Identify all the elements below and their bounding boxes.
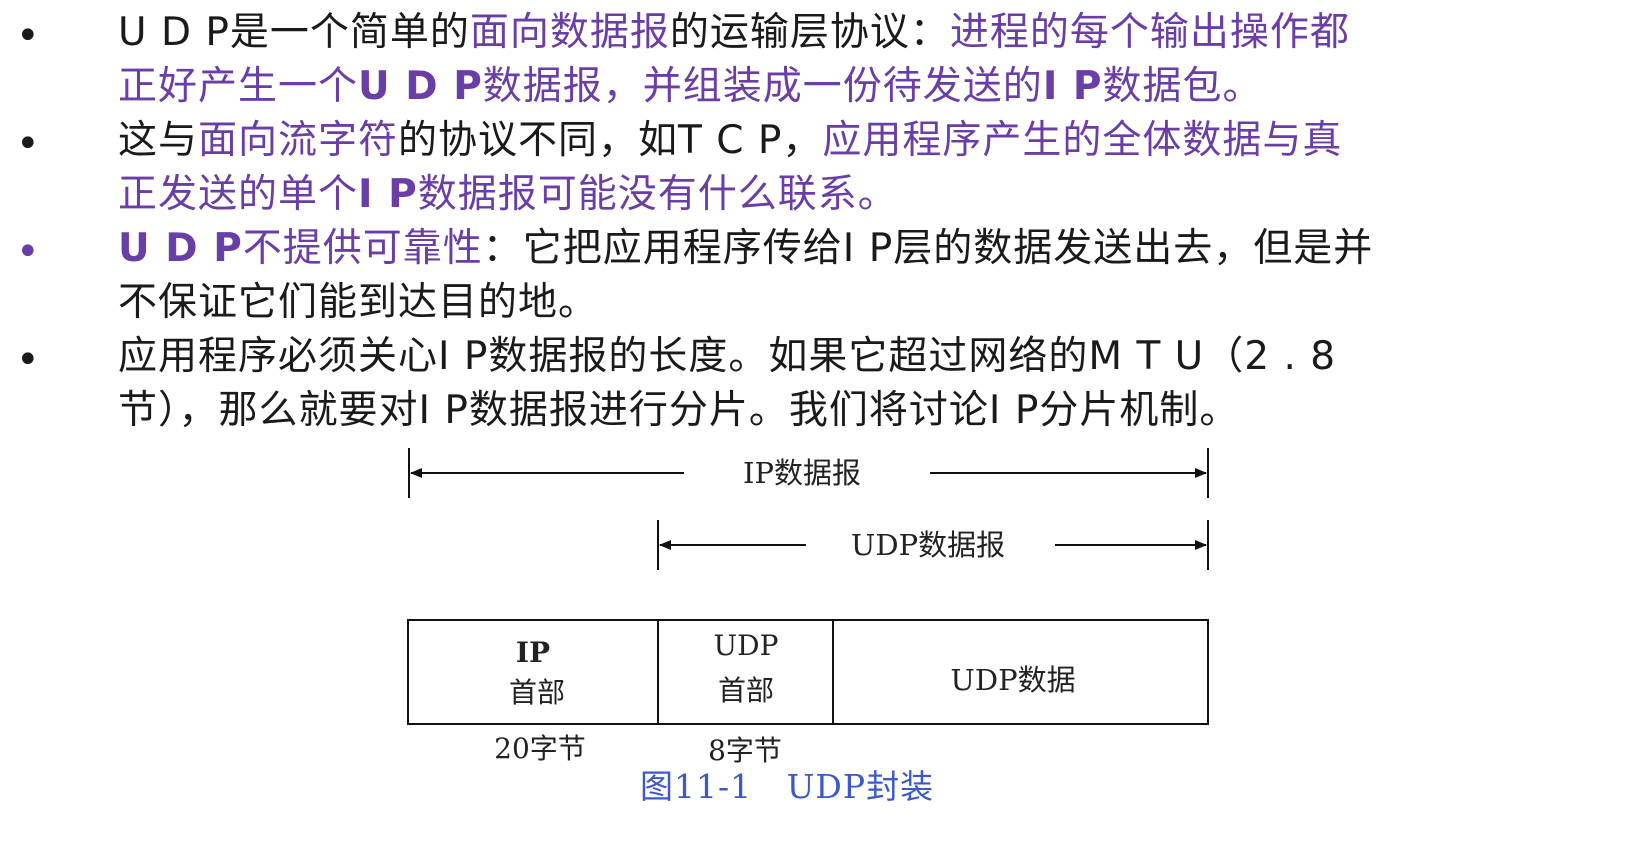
text-segment: U D P是一个简单的 <box>118 10 470 55</box>
bullet-text: U D P不提供可靠性：它把应用程序传给I P层的数据发送出去，但是并不保证它们… <box>118 222 1638 330</box>
ip-header-label: 首部 <box>509 676 565 709</box>
bullet-line: 应用程序必须关心I P数据报的长度。如果它超过网络的M T U（2 . 8 <box>118 330 1638 384</box>
bullet-line: U D P是一个简单的面向数据报的运输层协议：进程的每个输出操作都 <box>118 6 1638 60</box>
bullet-text: 这与面向流字符的协议不同，如T C P，应用程序产生的全体数据与真正发送的单个I… <box>118 114 1638 222</box>
udp-data-label: UDP数据 <box>950 663 1075 697</box>
udp-data-box <box>832 619 1209 725</box>
udp-header-label: UDP <box>714 629 779 662</box>
text-segment: 节），那么就要对I P数据报进行分片。我们将讨论I P分片机制。 <box>118 388 1240 433</box>
text-segment: I P <box>358 172 418 217</box>
ip-header-size: 20字节 <box>494 732 586 765</box>
text-segment: 数据报，并组装成一份待发送的 <box>482 64 1043 109</box>
text-segment: 进程的每个输出操作都 <box>949 10 1350 55</box>
bullet-line: 不保证它们能到达目的地。 <box>118 276 1638 330</box>
bullet-line: 正好产生一个U D P数据报，并组装成一份待发送的I P数据包。 <box>118 60 1638 114</box>
figure-caption: 图11-1 UDP封装 <box>640 767 935 806</box>
text-segment: 的协议不同，如T C P， <box>398 118 823 163</box>
text-segment: 数据报可能没有什么联系。 <box>417 172 898 217</box>
udp-header-size: 8字节 <box>708 734 782 767</box>
ip-datagram-span: IP数据报 <box>408 448 1209 498</box>
packet-layout: IP 首部 UDP 首部 UDP数据 20字节 8字节 <box>407 619 1209 767</box>
bullet-dot: • <box>16 121 40 167</box>
text-segment: 正好产生一个 <box>118 64 359 109</box>
text-segment: I P <box>1042 64 1103 109</box>
text-segment: 不保证它们能到达目的地。 <box>118 280 599 325</box>
ip-header-label: IP <box>516 636 550 669</box>
bullet-line: U D P不提供可靠性：它把应用程序传给I P层的数据发送出去，但是并 <box>118 222 1638 276</box>
text-segment: 应用程序产生的全体数据与真 <box>822 118 1343 163</box>
bullet-text: 应用程序必须关心I P数据报的长度。如果它超过网络的M T U（2 . 8 节），… <box>118 330 1638 438</box>
text-segment: ：它把应用程序传给I P层的数据发送出去，但是并 <box>482 226 1374 271</box>
bullet-line: 这与面向流字符的协议不同，如T C P，应用程序产生的全体数据与真 <box>118 114 1638 168</box>
bullet-line: 正发送的单个I P数据报可能没有什么联系。 <box>118 168 1638 222</box>
bullet-line: 节），那么就要对I P数据报进行分片。我们将讨论I P分片机制。 <box>118 384 1638 438</box>
udp-datagram-label: UDP数据报 <box>851 528 1005 562</box>
text-segment: 正发送的单个 <box>118 172 359 217</box>
text-segment: 这与 <box>118 118 199 163</box>
text-segment: 的运输层协议： <box>669 10 950 55</box>
text-segment: U D P <box>358 64 483 109</box>
text-segment: U D P <box>118 226 243 271</box>
udp-header-label: 首部 <box>718 674 774 707</box>
text-segment: 面向流字符 <box>198 118 399 163</box>
ip-datagram-label: IP数据报 <box>743 456 861 490</box>
bullet-dot: • <box>16 229 40 275</box>
udp-datagram-span: UDP数据报 <box>657 520 1209 570</box>
text-segment: 不提供可靠性 <box>242 226 483 271</box>
text-segment: 面向数据报 <box>469 10 670 55</box>
text-segment: 数据包。 <box>1102 64 1263 109</box>
bullet-text: U D P是一个简单的面向数据报的运输层协议：进程的每个输出操作都正好产生一个U… <box>118 6 1638 114</box>
bullet-dot: • <box>16 337 40 383</box>
text-segment: 应用程序必须关心I P数据报的长度。如果它超过网络的M T U（2 . 8 <box>118 334 1337 379</box>
bullet-dot: • <box>16 13 40 59</box>
